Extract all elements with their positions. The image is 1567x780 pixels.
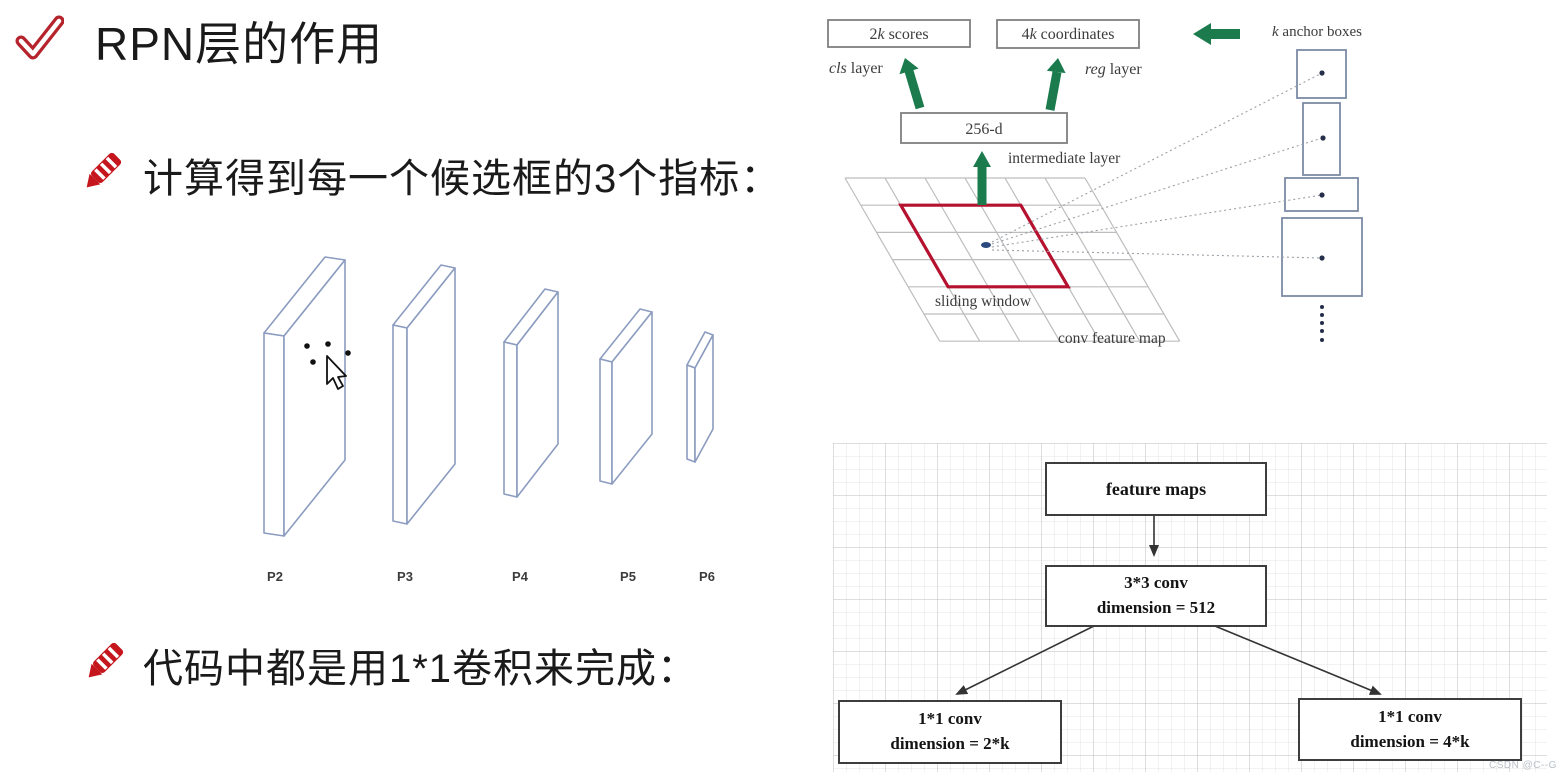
conv1x1-reg-box: 1*1 conv dimension = 4*k [1298,698,1522,761]
page-title: RPN层的作用 [95,18,384,70]
sliding-window-box [898,203,1071,289]
arrow-anchors-left-icon [1193,23,1240,45]
rpn-output-boxes [827,19,1140,144]
mouse-cursor[interactable] [304,341,351,390]
pencil-icon [86,152,122,188]
conv3x3-line1: 3*3 conv [1124,573,1188,593]
flowchart-arrows [955,512,1382,695]
arrow-to-reg [1045,58,1066,111]
label-p5: P5 [620,569,636,584]
label-p4: P4 [512,569,529,584]
coordinates-box [996,19,1140,49]
conv3x3-box: 3*3 conv dimension = 512 [1045,565,1267,627]
conv3x3-line2: dimension = 512 [1096,598,1216,617]
256d-box [900,112,1068,144]
window-center-dot [981,242,991,248]
rpn-head-flowchart: feature maps 3*3 conv dimension = 512 1*… [833,443,1547,772]
anchor-projection-lines [991,72,1323,259]
green-arrows [899,23,1240,205]
double-checkmark-icon [15,15,64,60]
arrow-conv-to-cls-branch [955,623,1099,695]
intermediate-layer-label: intermediate layer [1008,150,1121,167]
slab-p4 [503,288,559,498]
anchor-center-dots [1319,70,1326,342]
cls-layer-label: cls layer [829,60,883,77]
conv1x1-cls-line2: dimension = 2*k [890,734,1010,753]
conv1x1-reg-line2: dimension = 4*k [1350,731,1470,751]
slab-p3 [392,264,456,525]
conv1x1-cls-box: 1*1 conv dimension = 2*k [838,700,1062,764]
conv-feature-map-label: conv feature map [1058,330,1166,347]
256d-label: 256-d [965,121,1002,138]
label-p2: P2 [267,569,283,584]
feature-maps-label: feature maps [1105,478,1207,499]
arrow-to-cls [899,58,925,110]
k-anchor-boxes-label: k anchor boxes [1272,24,1362,40]
bullet-conv1x1: 代码中都是用1*1卷积来完成： [143,647,699,691]
scores-label: 2k scores [869,26,928,43]
conv1x1-cls-line1: 1*1 conv [918,709,982,729]
feature-maps-box: feature maps [1045,462,1267,516]
rpn-diagram: 2k scores 4k coordinates cls layer reg l… [827,19,1363,347]
scores-box [827,19,971,48]
pencil-icon [88,642,124,678]
reg-layer-label: reg layer [1085,61,1142,78]
coordinates-label: 4k coordinates [1022,26,1115,43]
slab-p5 [599,308,653,485]
cursor-arrow-icon [326,355,347,390]
slab-p2 [263,256,346,537]
pyramid-slabs [263,256,714,537]
sliding-window-label: sliding window [935,293,1032,310]
slab-p6 [686,331,714,463]
anchor-boxes [1281,49,1363,297]
anchor-box-wide [1284,177,1359,212]
conv1x1-reg-line1: 1*1 conv [1378,706,1442,726]
csdn-watermark: CSDN @C--G [1489,760,1557,771]
bullet-metrics: 计算得到每一个候选框的3个指标： [143,157,782,201]
label-p6: P6 [699,569,715,584]
arrow-conv-to-reg-branch [1209,623,1382,695]
pyramid-labels: P2 P3 P4 P5 P6 [267,569,715,584]
feature-pyramid-diagram: P2 P3 P4 P5 P6 [263,256,715,584]
conv-feature-map-grid [844,177,1181,342]
arrow-window-to-256d [973,151,991,205]
label-p3: P3 [397,569,413,584]
